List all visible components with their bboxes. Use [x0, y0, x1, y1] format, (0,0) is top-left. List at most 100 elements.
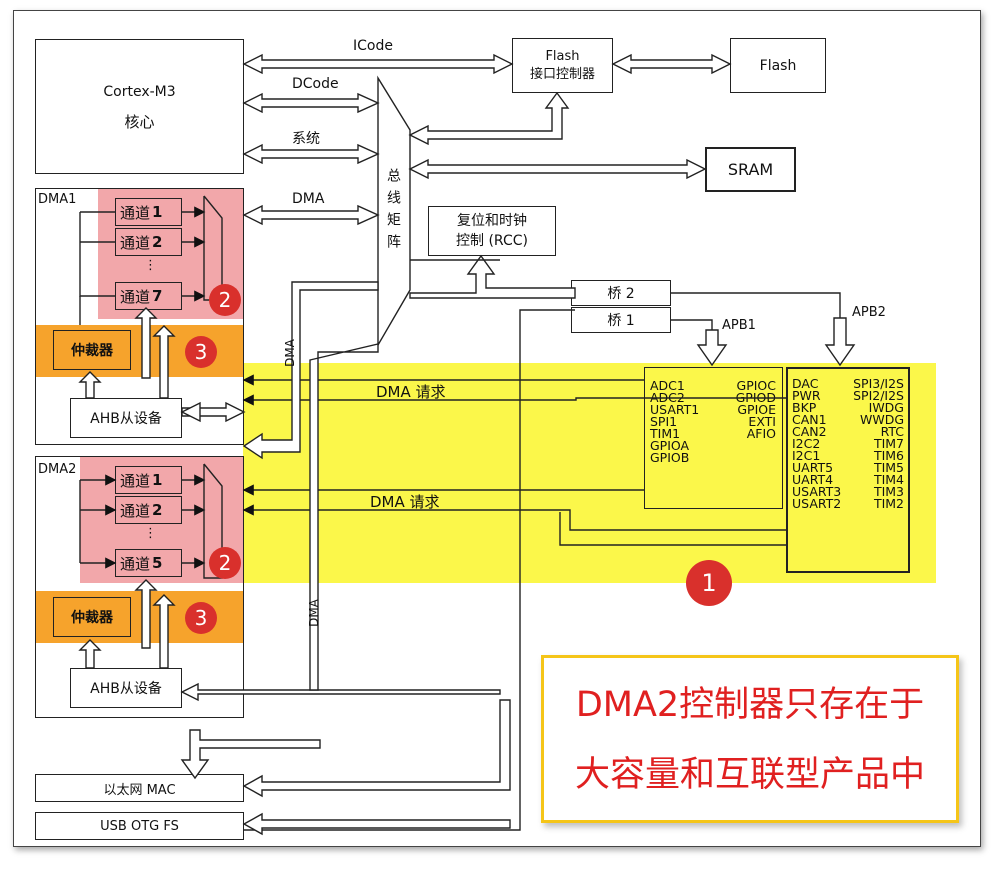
peripheral-item: DAC	[792, 376, 819, 391]
dma1-title: DMA1	[38, 192, 77, 207]
peripheral-item: PWR	[792, 388, 821, 403]
channel-number: 5	[152, 554, 163, 572]
dma1-block	[35, 188, 244, 445]
sram-memory: SRAM	[705, 147, 796, 192]
flash-interface-controller: Flash 接口控制器	[512, 38, 613, 93]
peripheral-item: AFIO	[746, 426, 776, 441]
ethernet-mac: 以太网 MAC	[35, 774, 244, 802]
rcc-line1: 复位和时钟	[457, 213, 527, 229]
bridge-2: 桥 2	[571, 280, 671, 306]
cortex-subtitle: 核心	[124, 112, 155, 131]
badge-2-dma1: 2	[209, 284, 241, 316]
system-label: 系统	[292, 131, 320, 147]
cortex-title: Cortex-M3	[103, 83, 176, 100]
peripheral-item: I2C1	[792, 448, 821, 463]
peripheral-item: UART5	[792, 460, 834, 475]
channel-prefix: 通道	[120, 554, 151, 573]
peripheral-item: BKP	[792, 400, 817, 415]
channel-prefix: 通道	[120, 471, 151, 490]
cortex-m3-core: Cortex-M3 核心	[35, 39, 244, 174]
bus-to-flash-arrow	[408, 91, 570, 146]
peripheral-item: SPI3/I2S	[853, 376, 904, 391]
note-line-2: 大容量和互联型产品中	[574, 755, 925, 795]
peripheral-item: RTC	[880, 424, 904, 439]
dma2-title: DMA2	[38, 462, 77, 477]
flash-ctrl-line2: 接口控制器	[529, 66, 595, 82]
dma1-channel-dots: ⋮	[144, 258, 157, 273]
peripheral-item: GPIOA	[650, 438, 690, 453]
peripheral-item: TIM7	[873, 436, 904, 451]
dma-bus-arrow	[242, 204, 380, 226]
apb1-peripherals	[644, 367, 783, 509]
badge-1: 1	[686, 560, 732, 606]
peripheral-item: I2C2	[792, 436, 821, 451]
dma2-channel-dots: ⋮	[144, 526, 157, 541]
channel-number: 7	[152, 287, 163, 305]
note-line-1: DMA2控制器只存在于	[575, 685, 925, 725]
peripheral-item: CAN2	[792, 424, 827, 439]
dma2-block	[35, 456, 244, 718]
bus-matrix-label: 总线矩阵	[385, 168, 401, 256]
peripheral-item: GPIOB	[650, 450, 690, 465]
apb2-label: APB2	[852, 305, 886, 320]
badge-2-dma2: 2	[209, 547, 241, 579]
rcc-block: 复位和时钟 控制 (RCC)	[428, 206, 556, 256]
peripheral-item: EXTI	[748, 414, 776, 429]
channel-number: 1	[152, 471, 163, 489]
peripheral-item: SPI2/I2S	[853, 388, 904, 403]
system-arrow	[242, 143, 380, 165]
peripheral-item: UART4	[792, 472, 834, 487]
peripheral-item: TIM6	[873, 448, 904, 463]
peripheral-item: USART2	[792, 496, 842, 511]
dcode-arrow	[242, 92, 380, 114]
peripheral-item: SPI1	[650, 414, 678, 429]
peripheral-item: CAN1	[792, 412, 827, 427]
flash-memory: Flash	[730, 38, 826, 93]
channel-prefix: 通道	[120, 501, 151, 520]
note-callout: DMA2控制器只存在于 大容量和互联型产品中	[541, 655, 959, 823]
peripheral-item: GPIOE	[737, 402, 776, 417]
icode-arrow	[242, 53, 514, 75]
peripheral-item: TIM5	[873, 460, 904, 475]
peripheral-item: IWDG	[868, 400, 904, 415]
flash-ctrl-line1: Flash	[545, 48, 580, 64]
dma-request-label-1: DMA 请求	[376, 383, 446, 401]
bridge-1: 桥 1	[571, 307, 671, 333]
usb-otg-fs: USB OTG FS	[35, 812, 244, 840]
peripheral-item: USART1	[650, 402, 700, 417]
channel-prefix: 通道	[120, 203, 151, 222]
channel-prefix: 通道	[120, 233, 151, 252]
channel-prefix: 通道	[120, 287, 151, 306]
icode-label: ICode	[353, 38, 393, 54]
rcc-line2: 控制 (RCC)	[456, 233, 528, 249]
dma-vertical-label-1: DMA	[282, 339, 297, 367]
peripheral-item: WWDG	[859, 412, 904, 427]
dma-vertical-label-2: DMA	[306, 599, 321, 627]
sram-arrow	[408, 158, 707, 180]
flash-link-arrow	[611, 53, 732, 75]
dma-bus-label: DMA	[292, 191, 325, 207]
dma2-arbiter: 仲裁器	[53, 597, 131, 637]
dma-request-label-2: DMA 请求	[370, 493, 440, 511]
peripheral-item: GPIOC	[736, 378, 776, 393]
apb1-label: APB1	[722, 318, 756, 333]
peripheral-item: ADC1	[650, 378, 685, 393]
peripheral-item: TIM2	[873, 496, 904, 511]
dma1-ahb-slave: AHB从设备	[70, 398, 182, 438]
dma2-ahb-slave: AHB从设备	[70, 668, 182, 708]
bus-matrix	[377, 75, 411, 348]
bus-to-rcc-arrow	[409, 254, 576, 299]
channel-number: 2	[152, 233, 163, 251]
apb2-peripherals	[786, 367, 910, 573]
peripheral-item: TIM3	[873, 484, 904, 499]
badge-3-dma2: 3	[185, 602, 217, 634]
